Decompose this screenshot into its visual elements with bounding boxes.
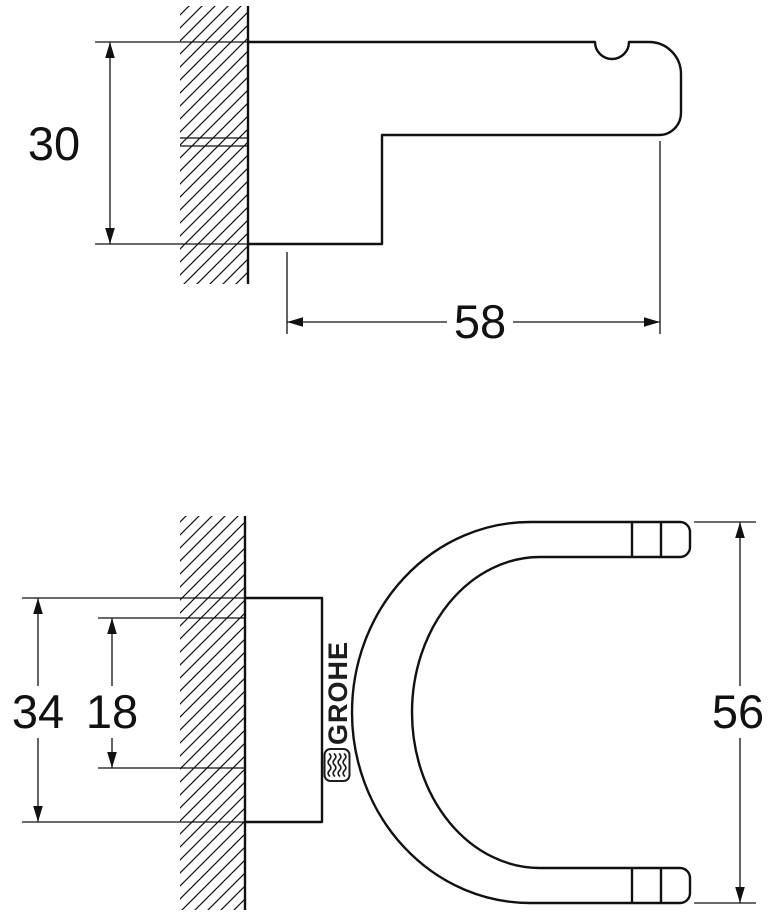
front-view: GROHE 34 18 [10, 516, 766, 910]
hook-front-outline [350, 520, 692, 905]
wall-hatch-section [180, 516, 245, 910]
arrowhead-up-icon [33, 598, 43, 614]
dimension-inner-height-18: 18 [84, 617, 245, 769]
brand-logo: GROHE [323, 641, 353, 745]
arrowhead-down-icon [33, 806, 43, 822]
arrowhead-right-icon [644, 317, 660, 327]
label-background [447, 297, 513, 347]
side-view: 30 58 [28, 6, 683, 348]
wave-line [337, 753, 342, 777]
emblem-border [323, 748, 351, 782]
mounting-plate [245, 596, 324, 824]
dimension-overall-height-56: 56 [694, 521, 766, 904]
hook-side-profile [248, 40, 683, 246]
wall-hatch-section [180, 6, 248, 284]
arrowhead-up-icon [735, 522, 745, 538]
dimension-label-depth: 58 [454, 295, 506, 348]
brand-wordmark-text: GROHE [323, 641, 353, 745]
dimension-label-plate-height: 34 [12, 685, 64, 738]
arrowhead-down-icon [107, 752, 117, 768]
arrowhead-left-icon [287, 317, 303, 327]
grohe-wave-lines-icon [323, 748, 351, 782]
dimension-depth-58: 58 [286, 141, 661, 348]
dimension-label-height: 30 [28, 117, 80, 170]
arrowhead-up-icon [107, 618, 117, 634]
arrowhead-up-icon [105, 42, 115, 58]
dimension-label-overall-height: 56 [712, 685, 764, 738]
arrowhead-down-icon [105, 228, 115, 244]
wave-line [332, 753, 337, 777]
wave-line [327, 753, 332, 777]
arrowhead-down-icon [735, 887, 745, 903]
dimension-height-30: 30 [28, 41, 248, 245]
label-background [84, 686, 140, 738]
dimension-label-inner-height: 18 [86, 685, 138, 738]
label-background [710, 686, 766, 738]
dimension-plate-height-34: 34 [10, 597, 245, 823]
wave-line [342, 753, 347, 777]
label-background [10, 686, 66, 738]
